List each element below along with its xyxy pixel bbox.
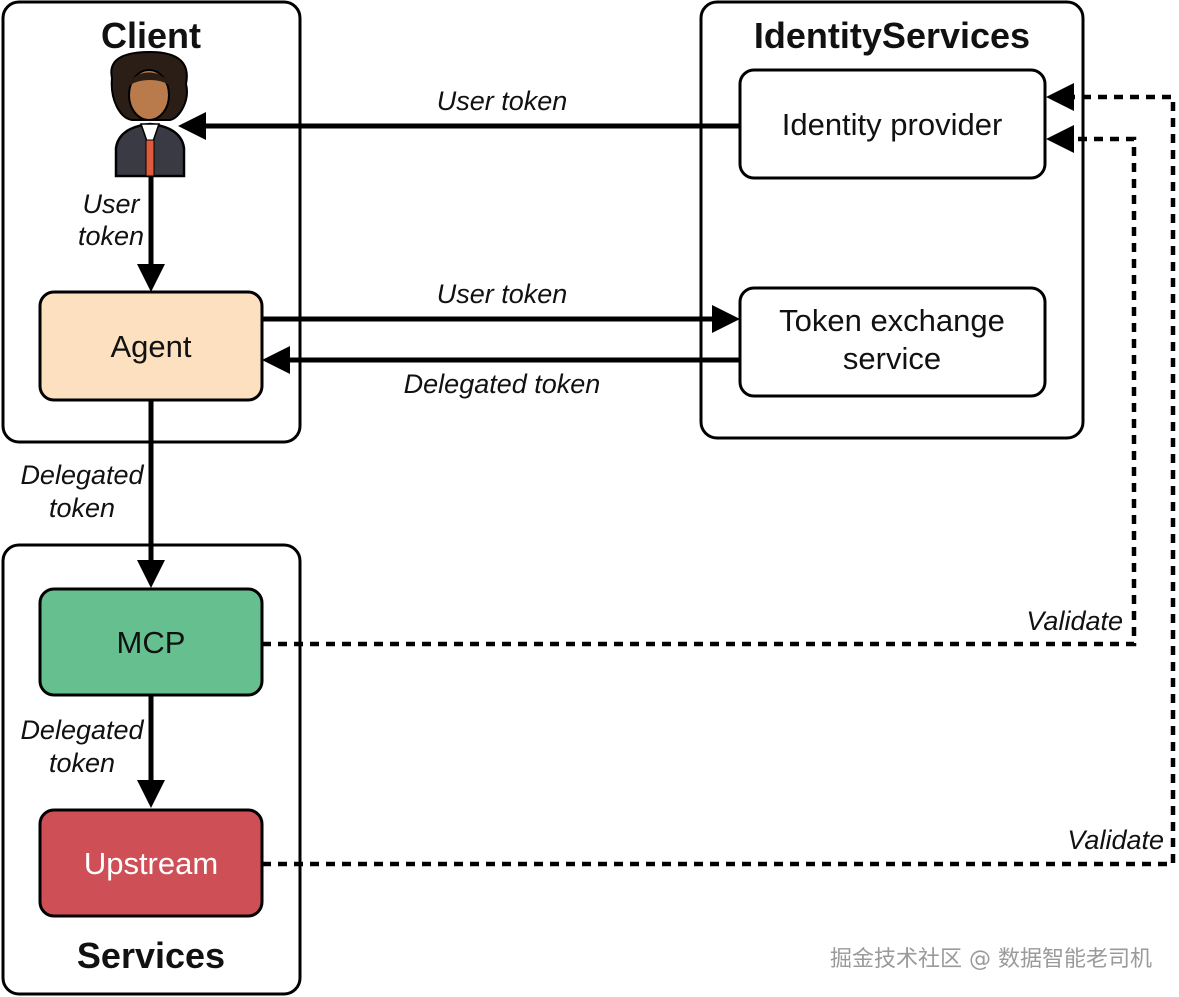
mcp-to-upstream-label-line1: Delegated xyxy=(20,715,144,745)
mcp-to-upstream-label-line2: token xyxy=(49,748,115,778)
user-avatar-icon xyxy=(110,50,188,178)
identity-services-group xyxy=(699,0,1085,440)
agent-to-exchange-arrow xyxy=(262,305,740,333)
exchange-to-agent-label: Delegated token xyxy=(404,369,601,399)
upstream-label: Upstream xyxy=(84,846,218,881)
upstream-validate-label: Validate xyxy=(1067,825,1164,855)
agent-to-exchange-label: User token xyxy=(437,279,568,309)
token-exchange-label-line1: Token exchange xyxy=(779,303,1005,338)
mcp-validate-label: Validate xyxy=(1026,606,1123,636)
identity-provider-label: Identity provider xyxy=(782,107,1003,142)
agent-label: Agent xyxy=(110,329,191,364)
client-title: Client xyxy=(101,15,201,56)
watermark: 掘金技术社区 @ 数据智能老司机 xyxy=(830,947,1152,972)
services-title: Services xyxy=(77,935,225,976)
exchange-to-agent-arrow xyxy=(262,346,740,374)
token-exchange-label-line2: service xyxy=(843,341,941,376)
user-to-agent-arrow xyxy=(137,176,165,292)
agent-to-mcp-arrow xyxy=(137,400,165,588)
user-to-agent-label-line1: User xyxy=(82,189,140,219)
agent-to-mcp-label-line1: Delegated xyxy=(20,460,144,490)
idp-to-user-arrow xyxy=(178,112,740,140)
agent-to-mcp-label-line2: token xyxy=(49,493,115,523)
mcp-label: MCP xyxy=(117,625,186,660)
token-exchange-node xyxy=(738,286,1047,398)
identity-services-title: IdentityServices xyxy=(754,15,1030,56)
user-to-agent-label-line2: token xyxy=(78,221,144,251)
mcp-to-upstream-arrow xyxy=(137,695,165,808)
idp-to-user-label: User token xyxy=(437,86,568,116)
upstream-validate-line xyxy=(262,83,1176,867)
mcp-validate-line xyxy=(262,125,1137,647)
